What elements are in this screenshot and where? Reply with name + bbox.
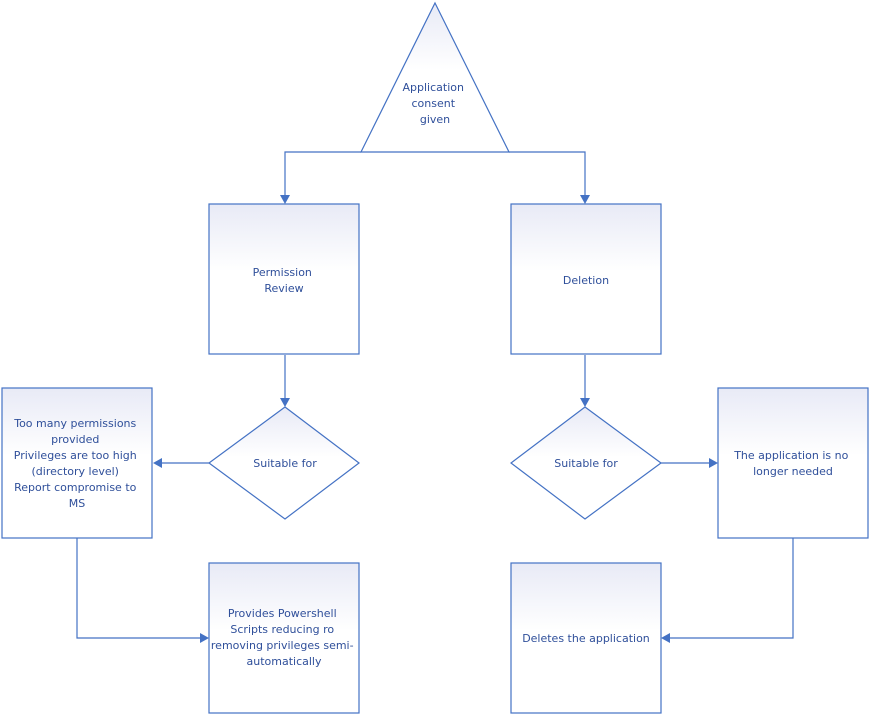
edge-consent-to-deletion: [509, 151, 586, 198]
suitable-left-diamond: [207, 406, 360, 520]
deletes-application-label: Deletes the application: [522, 632, 650, 645]
deletes-application-box: [510, 562, 662, 714]
arrowhead-deletes-app: [661, 633, 670, 643]
edge-consent-to-permission-review: [284, 151, 361, 198]
deletion-label: Deletion: [563, 274, 609, 287]
labels: Application consent given Permission Rev…: [13, 81, 852, 668]
arrowhead-suitable-right: [580, 398, 590, 407]
powershell-scripts-box: [208, 562, 360, 714]
too-many-permissions-box: [1, 387, 153, 539]
no-longer-needed-box: [717, 387, 869, 539]
permission-review-label: Permission Review: [253, 266, 316, 295]
suitable-right-diamond: [510, 406, 663, 520]
powershell-scripts-label: Provides Powershell Scripts reducing ro …: [211, 607, 357, 668]
arrowhead-not-needed: [709, 458, 718, 468]
connectors: [76, 151, 794, 643]
suitable-left-label: Suitable for: [253, 457, 317, 470]
arrowhead-too-many: [153, 458, 162, 468]
permission-review-box: [208, 203, 360, 355]
deletion-box: [510, 203, 662, 355]
edge-not-needed-to-deletes-app: [667, 538, 794, 639]
suitable-right-label: Suitable for: [554, 457, 618, 470]
no-longer-needed-label: The application is no longer needed: [733, 449, 852, 478]
too-many-permissions-label: Too many permissions provided Privileges…: [13, 417, 140, 510]
arrowhead-deletion: [580, 195, 590, 204]
consent-label: Application consent given: [403, 81, 468, 126]
arrowhead-suitable-left: [280, 398, 290, 407]
arrowhead-permission-review: [280, 195, 290, 204]
edge-too-many-to-powershell: [76, 538, 203, 639]
arrowhead-powershell: [200, 633, 209, 643]
consent-triangle: [360, 1, 510, 153]
